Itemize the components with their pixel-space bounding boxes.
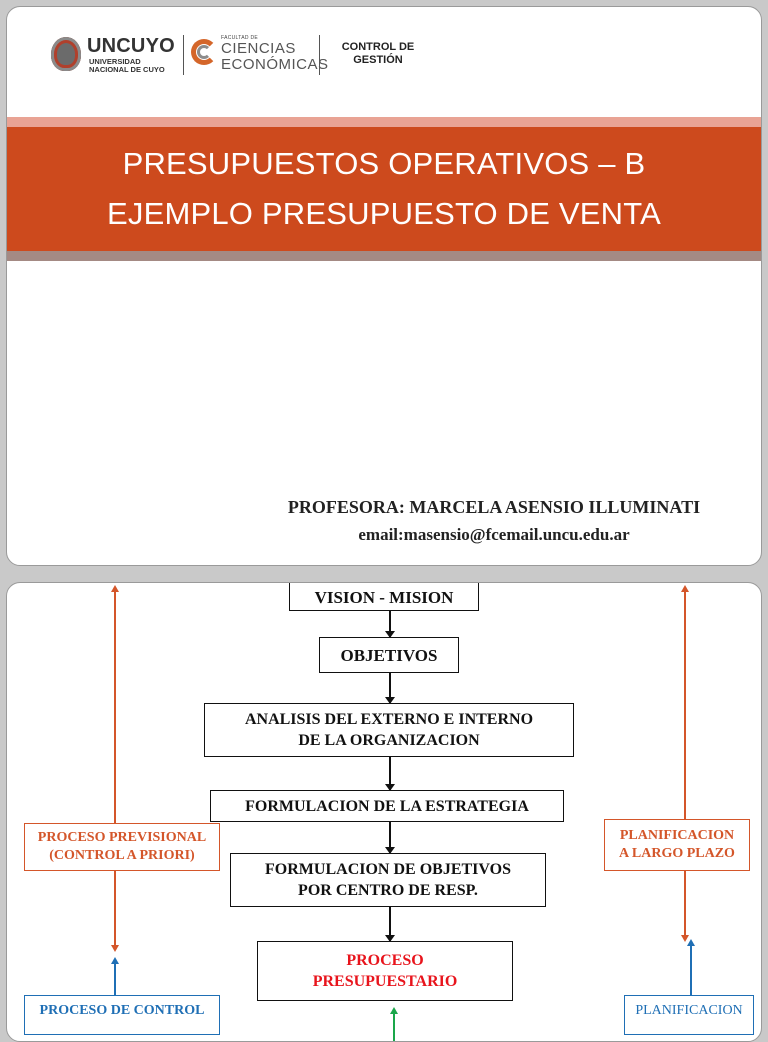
proceso-presupuestario-line2: PRESUPUESTARIO <box>312 973 458 990</box>
planificacion-largo-plazo-box: PLANIFICACION A LARGO PLAZO <box>604 819 750 871</box>
right-orange-line-lower <box>684 871 686 939</box>
fce-logo-inner-icon <box>197 45 211 59</box>
arrow-5-icon <box>385 907 395 942</box>
proceso-presupuestario-line1: PROCESO <box>346 952 424 969</box>
course-line2: GESTIÓN <box>353 54 403 66</box>
proceso-previsional-line2: (CONTROL A PRIORI) <box>49 848 195 863</box>
logo-divider-2 <box>319 35 320 75</box>
uncuyo-subtitle: UNIVERSIDAD NACIONAL DE CUYO <box>89 58 179 74</box>
logo-divider <box>183 35 184 75</box>
uncuyo-logo-text: UNCUYO <box>87 35 175 57</box>
right-orange-down-arrow-icon <box>681 935 689 942</box>
right-orange-up-arrow-icon <box>681 585 689 592</box>
right-blue-line <box>690 945 692 995</box>
left-orange-up-arrow-icon <box>111 585 119 592</box>
left-orange-line-lower <box>114 871 116 947</box>
left-orange-line <box>114 591 116 825</box>
planificacion-corto-label: PLANIFICACION <box>635 1003 743 1018</box>
title-band-top <box>7 117 761 127</box>
arrow-2-icon <box>385 673 395 704</box>
fce-line1: CIENCIAS <box>221 40 296 57</box>
right-orange-line <box>684 591 686 821</box>
proceso-control-box: PROCESO DE CONTROL <box>24 995 220 1035</box>
left-blue-up-arrow-icon <box>111 957 119 964</box>
green-up-arrow-icon <box>390 1007 398 1014</box>
institution-logos: UNCUYO UNIVERSIDAD NACIONAL DE CUYO FACU… <box>45 33 425 81</box>
objetivos-centro-line2: POR CENTRO DE RESP. <box>298 882 478 899</box>
proceso-previsional-box: PROCESO PREVISIONAL (CONTROL A PRIORI) <box>24 823 220 871</box>
analisis-line2: DE LA ORGANIZACION <box>298 732 480 749</box>
planificacion-largo-line1: PLANIFICACION <box>619 828 735 843</box>
analisis-box: ANALISIS DEL EXTERNO E INTERNO DE LA ORG… <box>204 703 574 757</box>
proceso-presupuestario-box: PROCESO PRESUPUESTARIO <box>257 941 513 1001</box>
green-line <box>393 1013 395 1041</box>
objetivos-centro-line1: FORMULACION DE OBJETIVOS <box>265 861 511 878</box>
planning-diagram-slide: PROCESO PREVISIONAL (CONTROL A PRIORI) P… <box>6 582 762 1042</box>
professor-email: email:masensio@fcemail.uncu.edu.ar <box>358 525 630 544</box>
uncuyo-sub-line1: UNIVERSIDAD <box>89 57 141 66</box>
slide-title-line1: PRESUPUESTOS OPERATIVOS – B <box>122 146 646 181</box>
vision-mision-box: VISION - MISION <box>289 583 479 611</box>
proceso-previsional-line1: PROCESO PREVISIONAL <box>37 830 207 845</box>
vision-mision-label: VISION - MISION <box>314 587 454 607</box>
objetivos-box: OBJETIVOS <box>319 637 459 673</box>
arrow-3-icon <box>385 757 395 791</box>
fce-line2: ECONÓMICAS <box>221 56 329 73</box>
university-seal-icon <box>51 37 81 71</box>
proceso-control-label: PROCESO DE CONTROL <box>39 1003 205 1018</box>
planificacion-largo-line2: A LARGO PLAZO <box>619 846 735 861</box>
planificacion-corto-plazo-box: PLANIFICACION <box>624 995 754 1035</box>
left-orange-down-arrow-icon <box>111 945 119 952</box>
analisis-line1: ANALISIS DEL EXTERNO E INTERNO <box>244 711 534 728</box>
course-name: CONTROL DE GESTIÓN <box>323 41 433 67</box>
objetivos-label: OBJETIVOS <box>340 645 438 665</box>
title-band-bottom <box>7 251 761 261</box>
title-slide: UNCUYO UNIVERSIDAD NACIONAL DE CUYO FACU… <box>6 6 762 566</box>
objetivos-centro-box: FORMULACION DE OBJETIVOS POR CENTRO DE R… <box>230 853 546 907</box>
uncuyo-sub-line2: NACIONAL DE CUYO <box>89 65 165 74</box>
fce-logo-icon <box>191 39 217 65</box>
fce-small-text: FACULTAD DE <box>221 35 259 41</box>
professor-name: PROFESORA: MARCELA ASENSIO ILLUMINATI <box>287 497 701 517</box>
estrategia-box: FORMULACION DE LA ESTRATEGIA <box>210 790 564 822</box>
right-blue-up-arrow-icon <box>687 939 695 946</box>
arrow-1-icon <box>385 611 395 638</box>
course-line1: CONTROL DE <box>341 41 415 53</box>
arrow-4-icon <box>385 822 395 854</box>
title-band <box>7 127 761 251</box>
left-blue-line <box>114 963 116 995</box>
slide-title-line2: EJEMPLO PRESUPUESTO DE VENTA <box>107 196 661 231</box>
estrategia-label: FORMULACION DE LA ESTRATEGIA <box>245 797 529 815</box>
